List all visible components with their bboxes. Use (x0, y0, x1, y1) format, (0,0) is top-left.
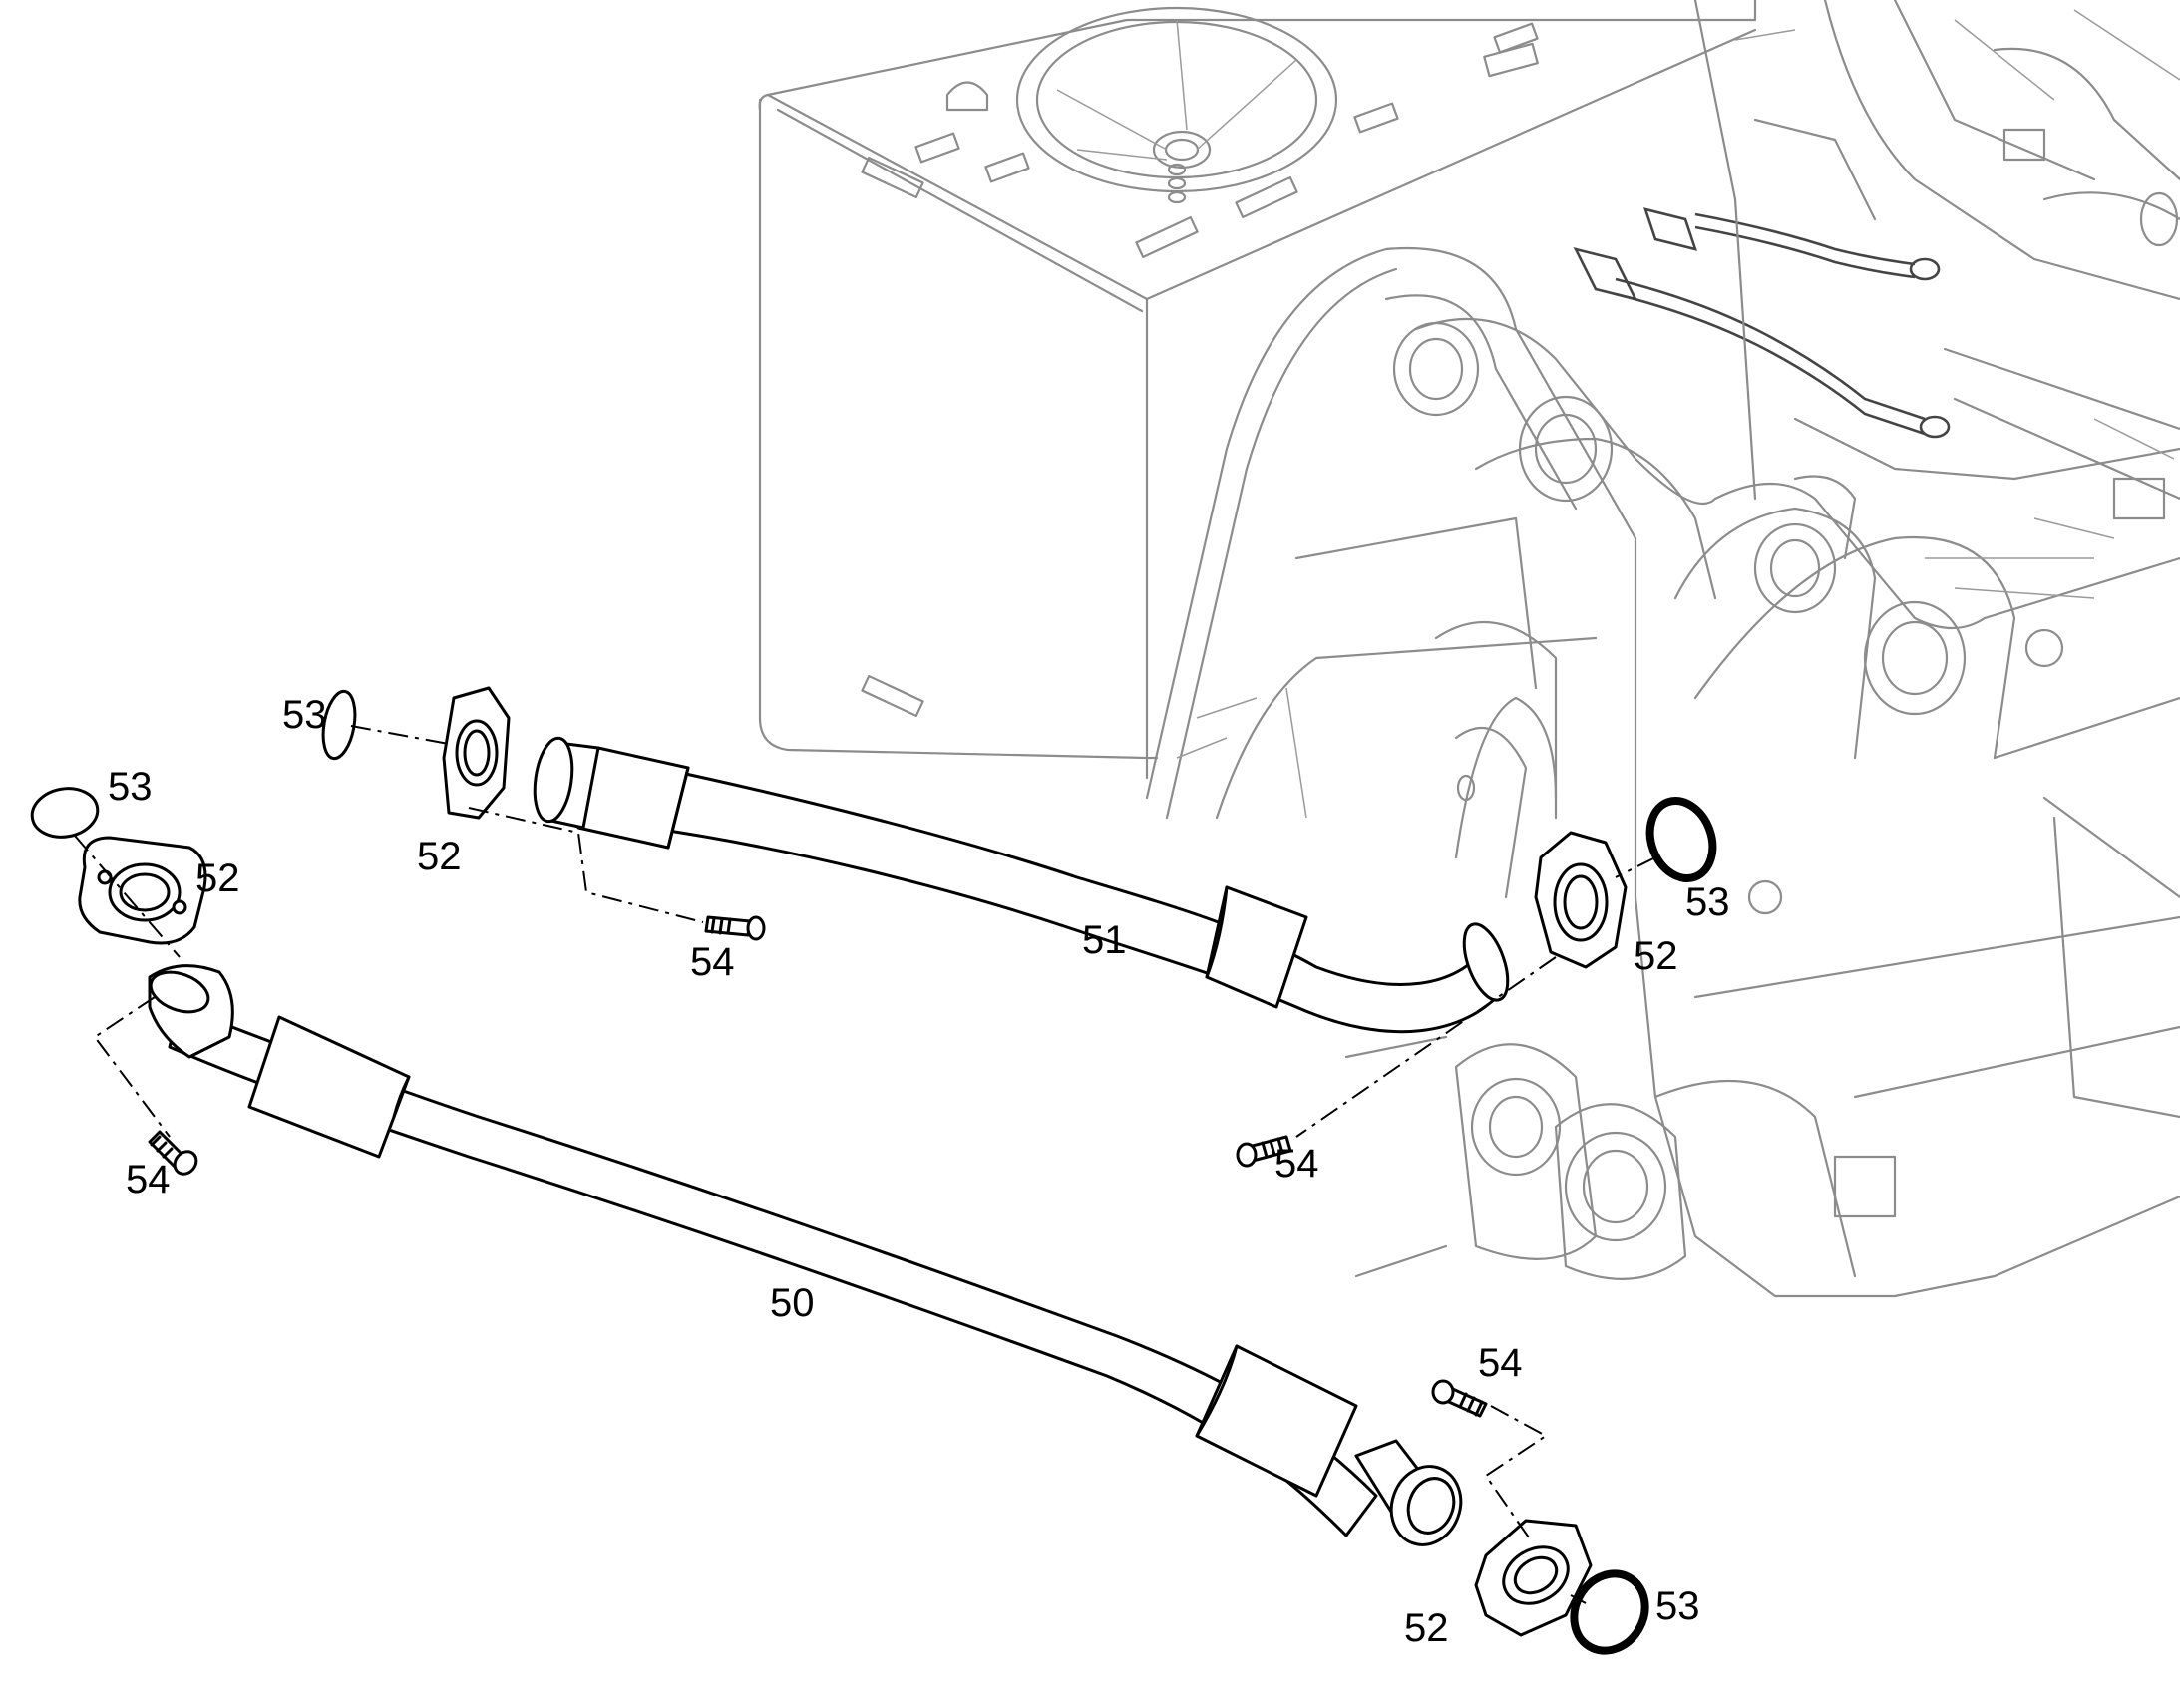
callout-52-left: 52 (195, 856, 240, 900)
callouts: 50 51 52 52 52 52 53 53 53 53 54 54 54 5… (108, 693, 1730, 1650)
hydraulic-tank (758, 0, 1757, 780)
hose-51[interactable] (530, 736, 1516, 1034)
callout-53-bottom: 53 (1655, 1584, 1700, 1628)
loader-frame (1145, 246, 2180, 1298)
screw-left[interactable] (148, 1130, 200, 1179)
flange-top-left[interactable] (442, 686, 511, 820)
callout-54-bottom: 54 (1478, 1341, 1523, 1385)
engine-bay (1483, 0, 2180, 560)
oring-left[interactable] (28, 784, 101, 843)
flange-bottom[interactable] (1474, 1519, 1593, 1637)
oring-top-left[interactable] (318, 689, 359, 761)
callout-53-right: 53 (1685, 880, 1730, 924)
callout-53-left: 53 (108, 765, 153, 809)
oring-right[interactable] (1639, 792, 1723, 887)
callout-52-right: 52 (1634, 934, 1678, 978)
screw-right[interactable] (1236, 1135, 1292, 1168)
hose-50[interactable] (146, 964, 1472, 1554)
screw-bottom[interactable] (1431, 1379, 1488, 1418)
flange-right[interactable] (1534, 831, 1628, 969)
callout-52-top-left: 52 (417, 835, 462, 878)
flange-left[interactable] (78, 836, 207, 945)
callout-53-top-left: 53 (282, 693, 327, 737)
callout-54-left: 54 (126, 1158, 171, 1201)
machine-background (758, 0, 2180, 1298)
assembly-lines (74, 725, 1656, 1604)
callout-50: 50 (770, 1281, 815, 1325)
oring-bottom[interactable] (1561, 1560, 1659, 1663)
callout-52-bottom: 52 (1404, 1606, 1449, 1650)
callout-54-top: 54 (690, 940, 735, 984)
callout-51: 51 (1082, 918, 1127, 962)
screw-top[interactable] (704, 915, 766, 941)
callout-54-right: 54 (1274, 1142, 1319, 1186)
